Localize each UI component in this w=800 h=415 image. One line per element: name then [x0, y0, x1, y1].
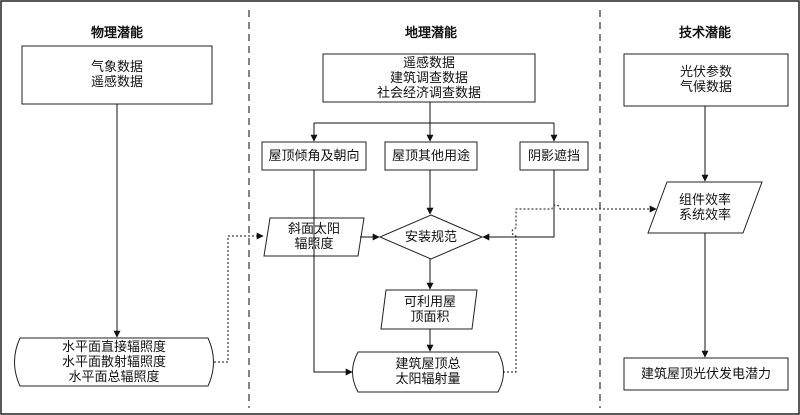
label-pv-potential: 建筑屋顶光伏发电潜力	[640, 366, 771, 382]
label-roof-other-use: 屋顶其他用途	[391, 148, 470, 164]
label-horizontal-irradiance: 水平面直接辐照度 水平面散射辐照度 水平面总辐照度	[61, 339, 166, 385]
edge-total-to-efficiency	[503, 204, 657, 373]
edge-shading-to-diamond	[482, 170, 555, 241]
para-usable-area	[380, 289, 478, 330]
label-tilted-irradiance: 斜面太阳 辐照度	[287, 222, 340, 252]
label-geo-inputs: 遥感数据 建筑调查数据 社会经济调查数据	[376, 55, 481, 101]
label-roof-tilt: 屋顶倾角及朝向	[268, 148, 360, 164]
box-pv-potential	[623, 357, 789, 391]
box-meteo-remote	[21, 45, 213, 105]
drum-roof-total-radiation	[352, 351, 504, 393]
edge-irradiance-to-tilted	[214, 232, 264, 363]
label-efficiency: 组件效率 系统效率	[678, 192, 731, 223]
label-pv-climate: 光伏参数 气候数据	[679, 65, 732, 95]
label-roof-total-radiation: 建筑屋顶总 太阳辐射量	[395, 357, 461, 387]
box-shading	[519, 141, 589, 171]
label-meteo-remote: 气象数据 遥感数据	[90, 60, 143, 90]
box-pv-climate	[623, 53, 789, 107]
drum-horizontal-irradiance	[14, 337, 214, 387]
column-header-geographic: 地理潜能	[404, 25, 457, 41]
box-roof-other-use	[384, 141, 478, 171]
diamond-install-rules	[378, 214, 484, 260]
column-header-physical: 物理潜能	[90, 25, 143, 41]
label-shading: 阴影遮挡	[527, 148, 580, 164]
label-usable-area: 可利用屋 顶面积	[403, 294, 456, 325]
box-geo-inputs	[322, 53, 536, 103]
column-header-technical: 技术潜能	[678, 25, 731, 41]
para-efficiency	[647, 181, 763, 234]
label-install-rules: 安装规范	[404, 229, 457, 245]
edge-tilt-to-total	[313, 170, 353, 376]
